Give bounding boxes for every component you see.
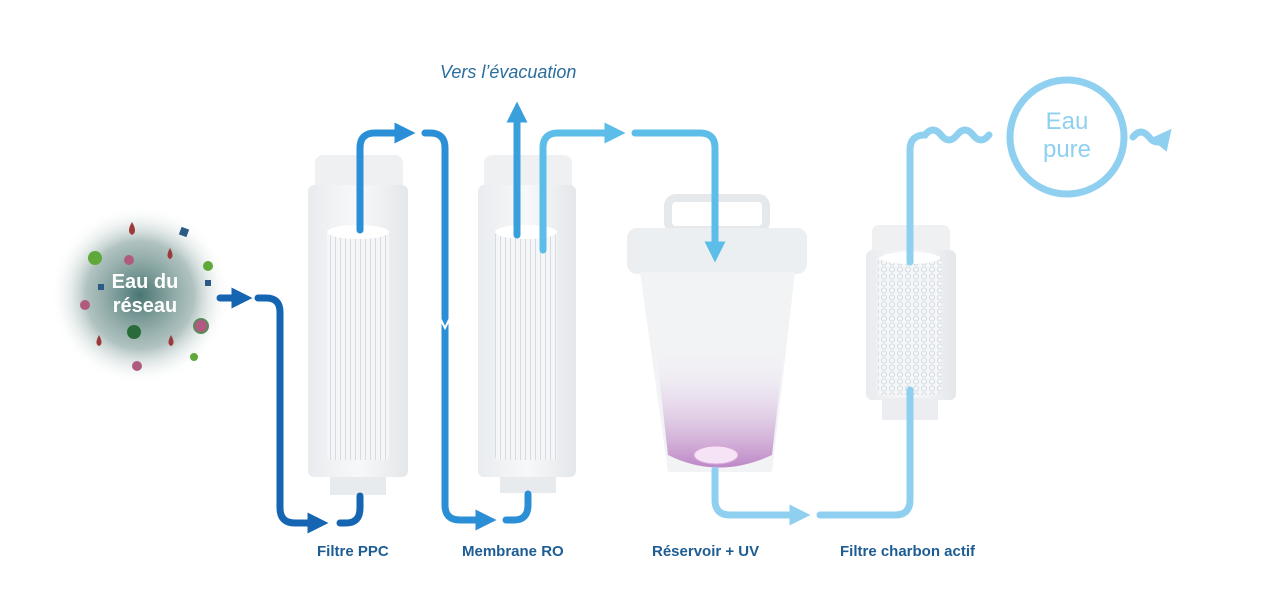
flow-ppc-to-ro — [356, 122, 416, 234]
output-label: Eau pure — [1012, 108, 1122, 164]
bacteria-icon — [80, 300, 90, 310]
flow-ppc-bottom — [336, 492, 364, 527]
virus-icon — [127, 325, 141, 339]
output-label-line1: Eau — [1045, 108, 1089, 135]
particle-icon — [98, 284, 104, 290]
contaminant-drop-icon — [168, 335, 174, 346]
flow-to-ppc — [254, 294, 329, 534]
stage-label-charcoal: Filtre charbon actif — [840, 543, 976, 560]
virus-icon — [88, 251, 102, 265]
source-label-line1: Eau du — [111, 271, 179, 293]
flow-charcoal-in — [816, 386, 914, 519]
virus-icon — [203, 261, 213, 271]
source-label-line2: réseau — [112, 295, 178, 317]
uv-glow — [655, 340, 785, 468]
contaminant-drop-icon — [96, 335, 102, 346]
reservoir-graphic — [627, 194, 807, 472]
drain-label: Vers l’évacuation — [440, 62, 577, 82]
uv-lamp-icon — [693, 445, 739, 465]
contaminant-drop-icon — [167, 248, 173, 259]
contaminated-water-cloud — [50, 205, 230, 385]
flow-ro-to-reservoir — [539, 122, 626, 254]
stage-label-reservoir: Réservoir + UV — [652, 543, 760, 560]
stage-label-ro: Membrane RO — [462, 543, 564, 560]
flow-into-reservoir — [631, 129, 726, 263]
stage-label-ppc: Filtre PPC — [317, 543, 389, 560]
bacteria-icon — [193, 318, 209, 334]
flow-reservoir-to-charcoal — [711, 466, 811, 526]
bacteria-icon — [124, 255, 134, 265]
bacteria-icon — [132, 361, 142, 371]
outlet-arrow — [1129, 128, 1172, 152]
particle-icon — [205, 280, 211, 286]
contaminant-drop-icon — [129, 222, 135, 235]
ro-membrane-graphic — [478, 155, 576, 493]
flow-ro-bottom — [502, 490, 532, 524]
flow-ppc-to-ro-down — [421, 129, 497, 531]
pure-water-circle — [1006, 76, 1128, 198]
particle-icon — [178, 226, 190, 238]
charcoal-filter-graphic — [866, 225, 956, 420]
output-label-line2: pure — [1042, 136, 1092, 163]
down-arrow-icon — [439, 317, 451, 331]
source-label: Eau du réseau — [105, 270, 185, 318]
virus-icon — [190, 353, 198, 361]
flow-charcoal-out — [906, 126, 993, 266]
